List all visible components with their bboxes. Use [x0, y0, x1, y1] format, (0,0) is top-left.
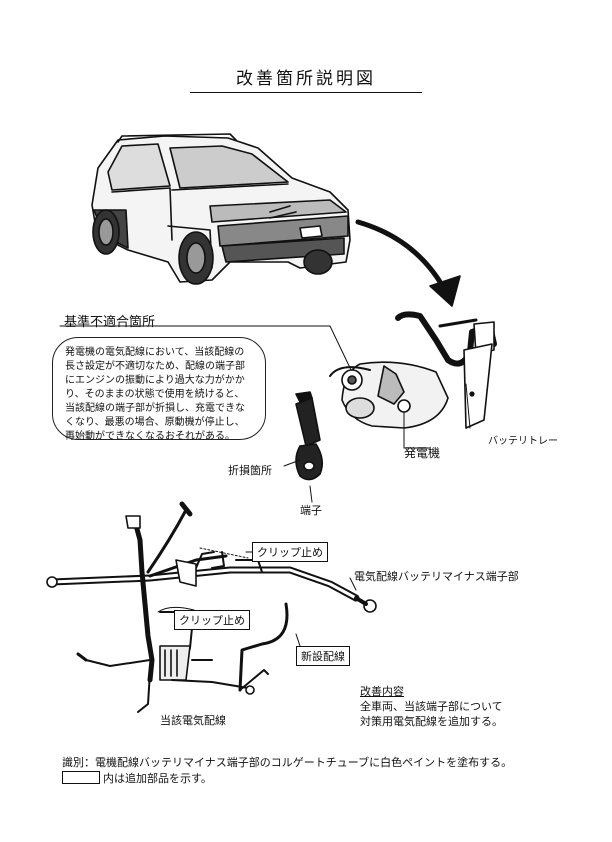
legend-text: 内は追加部品を示す。	[103, 772, 212, 785]
description-line: 再始動ができなくなるおそれがある。	[65, 431, 235, 442]
terminal-label: 端子	[300, 504, 322, 517]
break-point-label: 折損箇所	[228, 464, 272, 477]
improvement-heading: 改善内容	[360, 685, 404, 698]
legend-box-symbol	[62, 771, 100, 784]
leader-line	[59, 325, 353, 373]
legend-note: 内は追加部品を示す。	[62, 770, 212, 786]
identification-note: 識別：電機配線バッテリマイナス端子部のコルゲートチューブに白色ペイントを塗布する…	[62, 756, 513, 769]
generator-label: 発電機	[404, 446, 441, 460]
battery-negative-label: 電気配線バッテリマイナス端子部	[354, 570, 519, 583]
improvement-line: 対策用電気配線を追加する。	[360, 715, 503, 728]
generator-illustration	[329, 311, 497, 449]
description-line: 発電機の電気配線において、当該配線の	[65, 347, 245, 358]
suv-illustration	[91, 133, 351, 285]
new-wiring-label: 新設配線	[296, 646, 350, 666]
description-line: 当該配線の端子部が折損し、充電できな	[65, 403, 245, 414]
description-line: り、そのままの状態で使用を続けると、	[65, 389, 245, 400]
page-title: 改善箇所説明図	[190, 64, 422, 93]
clip-top-label: クリップ止め	[252, 542, 328, 562]
improvement-section: 改善内容 全車両、当該端子部について 対策用電気配線を追加する。	[360, 684, 503, 729]
clip-middle-label: クリップ止め	[174, 610, 250, 630]
nonconformity-heading: 基準不適合箇所	[64, 315, 156, 330]
wiring-harness-illustration	[46, 501, 377, 713]
description-line: にエンジンの振動により過大な力がかか	[65, 375, 245, 386]
broken-terminal-illustration	[283, 391, 324, 503]
improvement-line: 全車両、当該端子部について	[360, 700, 503, 713]
existing-wiring-label: 当該電気配線	[160, 714, 226, 727]
description-line: くなり、最悪の場合、原動機が停止し、	[65, 417, 245, 428]
description-line: 長さ設定が不適切なため、配線の端子部	[65, 361, 245, 372]
description-box: 発電機の電気配線において、当該配線の 長さ設定が不適切なため、配線の端子部 にエ…	[52, 337, 266, 442]
battery-tray-label: バッテリトレー	[488, 436, 558, 447]
